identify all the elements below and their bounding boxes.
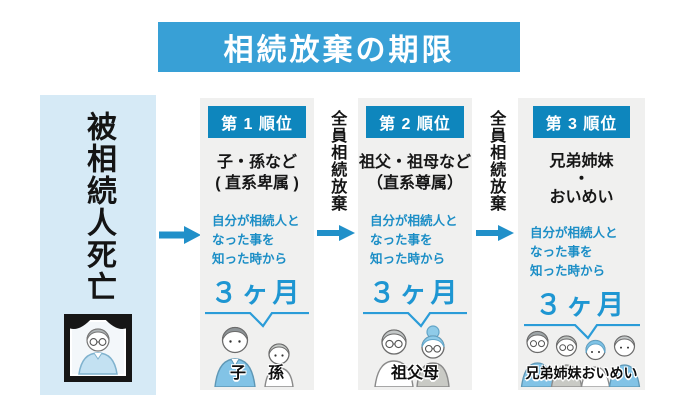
brace-underline-icon [205,311,309,328]
rank-2-column: 第 2 順位 祖父・祖母など （直系尊属） 自分が相続人と なった事を 知った時… [358,98,472,390]
renounce-label-2: 全員相続放棄 [487,110,505,212]
rank-3-badge: 第 3 順位 [532,106,631,138]
rank-3-period: ３ヶ月 [535,289,628,320]
arrow-right-icon [476,225,514,241]
brace-underline-icon [523,323,640,340]
deceased-panel: 被相続人死亡 [40,95,156,395]
rank-1-people-labels: 子 孫 [200,359,314,383]
renounce-label-1: 全員相続放棄 [328,110,346,212]
person-label-siblings: 兄弟姉妹おいめい [525,365,638,381]
rank-3-condition: 自分が相続人と なった事を 知った時から [530,225,618,279]
rank-1-condition: 自分が相続人と なった事を 知った時から [212,213,300,267]
person-label-grandchild: 孫 [268,365,285,382]
grandparents-icon [374,325,450,387]
rank-1-badge: 第 1 順位 [208,106,306,138]
rank-3-heirs: 兄弟姉妹 ・ おいめい [549,153,614,206]
title-banner: 相続放棄の期限 [158,22,520,72]
rank-1-column: 第 1 順位 子・孫など ( 直系卑属 ) 自分が相続人と なった事を 知った時… [200,98,314,390]
rank-2-badge: 第 2 順位 [366,106,464,138]
brace-underline-icon [363,311,467,328]
renounce-flow-2: 全員相続放棄 [472,98,518,390]
rank-2-heirs: 祖父・祖母など （直系尊属） [358,154,471,192]
rank-3-people-labels: 兄弟姉妹おいめい [518,363,645,383]
person-label-child: 子 [229,365,246,382]
rank-3-column: 第 3 順位 兄弟姉妹 ・ おいめい 自分が相続人と なった事を 知った時から … [518,98,645,390]
rank-2-condition: 自分が相続人と なった事を 知った時から [370,213,458,267]
person-label-grandparents: 祖父母 [390,365,439,382]
arrow-right-icon [159,226,201,244]
renounce-flow-1: 全員相続放棄 [314,98,358,390]
memorial-portrait-icon [64,314,132,382]
rank-2-people-labels: 祖父母 [358,359,472,383]
rank-2-period: ３ヶ月 [368,277,462,308]
page-title: 相続放棄の期限 [223,34,455,67]
arrow-right-icon [317,225,355,241]
siblings-nephews-nieces-icon [520,330,641,387]
parent-and-child-icon [214,326,294,387]
rank-1-period: ３ヶ月 [210,277,304,308]
deceased-label: 被相続人死亡 [82,111,115,303]
rank-1-heirs: 子・孫など ( 直系卑属 ) [215,154,299,192]
